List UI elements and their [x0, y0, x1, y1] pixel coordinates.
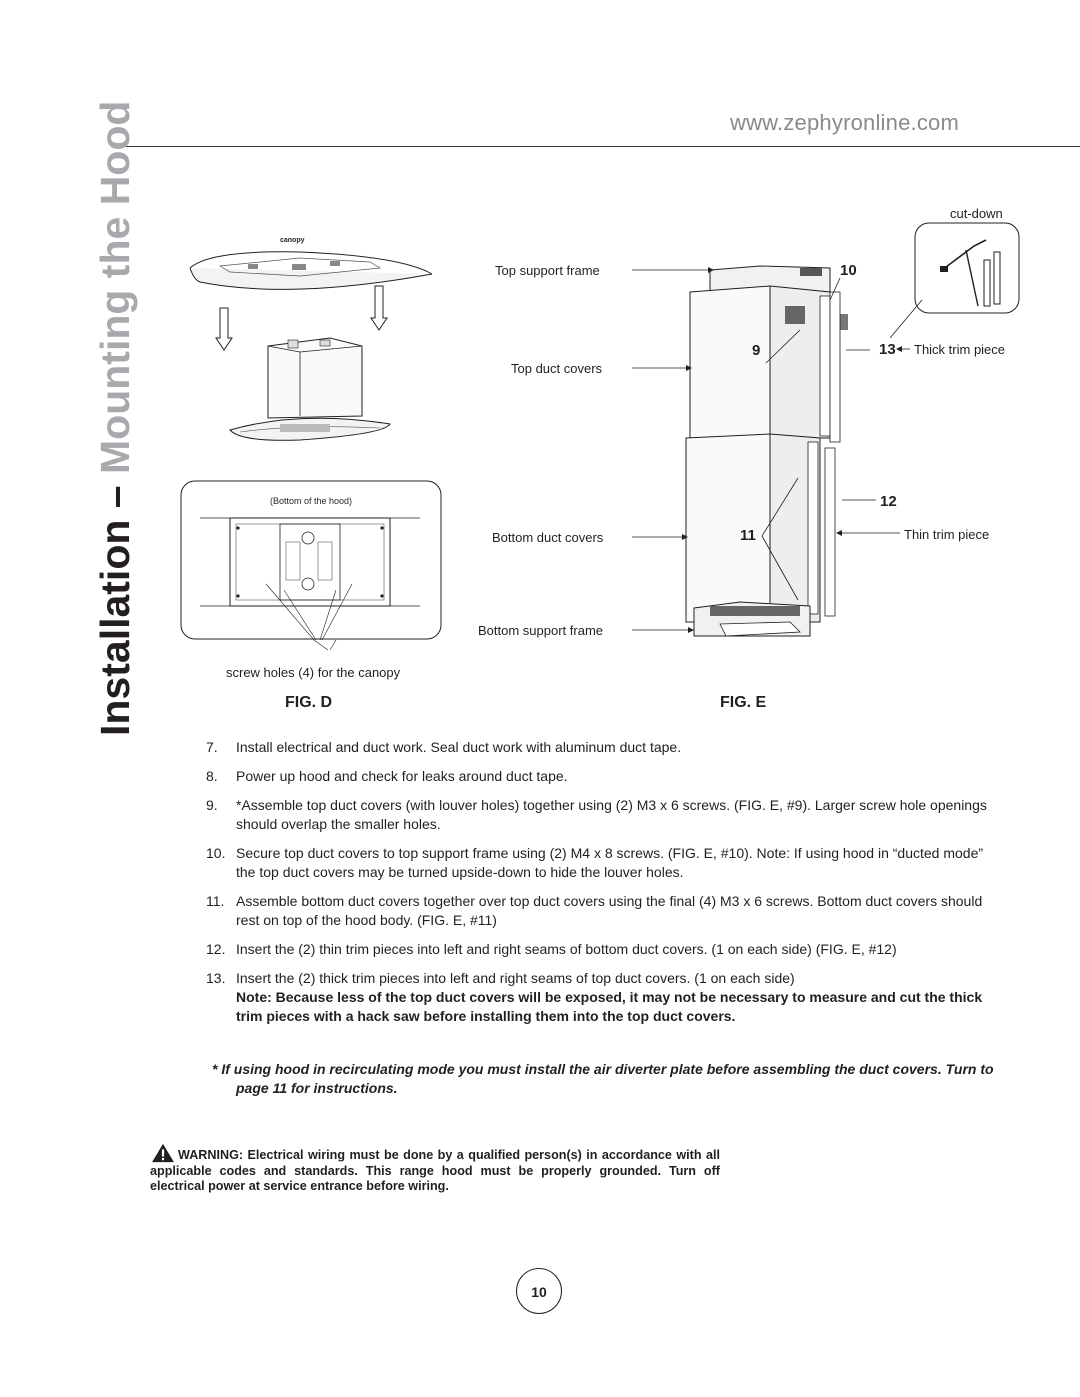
bottom-support-frame-label: Bottom support frame [478, 623, 603, 638]
callout-10: 10 [840, 262, 857, 279]
callout-11: 11 [740, 527, 756, 544]
step-9: 9.*Assemble top duct covers (with louver… [206, 797, 987, 832]
step-10: 10.Secure top duct covers to top support… [206, 845, 984, 880]
instruction-steps: 7.Install electrical and duct work. Seal… [206, 738, 996, 1036]
cut-down-detail-illustration [914, 222, 1020, 314]
title-section: Installation – [92, 474, 138, 736]
thick-trim-piece-label: Thick trim piece [914, 342, 1006, 357]
fig-d-caption: FIG. D [285, 694, 333, 711]
screw-hole-leaders [313, 639, 337, 651]
step-13: 13.Insert the (2) thick trim pieces into… [206, 969, 996, 1026]
step-8: 8.Power up hood and check for leaks arou… [206, 768, 568, 784]
canopy-label: canopy [280, 237, 305, 244]
warning-text: WARNING: Electrical wiring must be done … [150, 1148, 720, 1194]
step-7: 7.Install electrical and duct work. Seal… [206, 739, 682, 755]
website-url: www.zephyronline.com [730, 110, 959, 135]
step-12: 12.Insert the (2) thin trim pieces into … [206, 941, 897, 957]
recirculating-note: * If using hood in recirculating mode yo… [212, 1061, 994, 1096]
fig-e-caption: FIG. E [720, 694, 767, 711]
fig-e-duct-illustration [685, 265, 848, 637]
step-11: 11.Assemble bottom duct covers together … [206, 893, 983, 928]
callout-12: 12 [880, 493, 897, 510]
warning-icon [152, 1143, 174, 1163]
thin-trim-piece-label: Thin trim piece [904, 527, 990, 542]
screw-holes-label: screw holes (4) for the canopy [226, 665, 401, 680]
top-support-frame-label: Top support frame [495, 263, 600, 278]
step-13-note: Note: Because less of the top duct cover… [236, 989, 983, 1024]
fig-d-canopy-illustration: canopy [189, 237, 433, 441]
callout-9: 9 [752, 342, 761, 359]
page-title: Installation – Mounting the Hood [92, 101, 139, 736]
page-number: 10 [516, 1268, 562, 1314]
callout-13: 13 [879, 341, 896, 358]
fig-e-leader-lines [632, 267, 923, 633]
bottom-duct-covers-label: Bottom duct covers [492, 530, 604, 545]
fig-d-bottom-view: (Bottom of the hood) [180, 480, 442, 640]
cut-down-label: cut-down [950, 206, 1003, 221]
warning-block: WARNING: Electrical wiring must be done … [150, 1143, 720, 1195]
header-rule [125, 146, 1080, 147]
top-duct-covers-label: Top duct covers [511, 361, 603, 376]
bottom-of-hood-label: (Bottom of the hood) [270, 496, 352, 506]
title-subsection: Mounting the Hood [92, 100, 138, 474]
